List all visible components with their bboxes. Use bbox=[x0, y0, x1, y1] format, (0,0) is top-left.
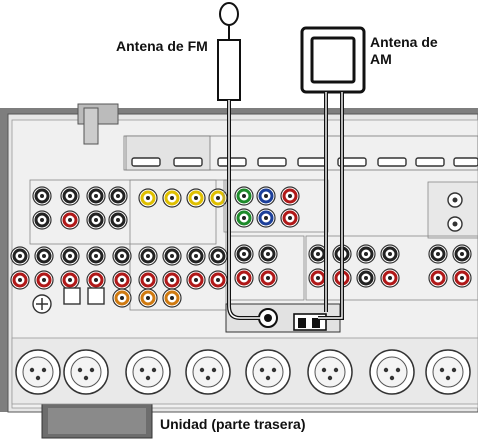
rca-jack[interactable] bbox=[109, 211, 127, 229]
rca-jack[interactable] bbox=[139, 289, 157, 307]
rca-jack[interactable] bbox=[35, 247, 53, 265]
rca-jack[interactable] bbox=[381, 245, 399, 263]
rca-jack[interactable] bbox=[11, 271, 29, 289]
rca-jack[interactable] bbox=[163, 271, 181, 289]
xlr-connector[interactable] bbox=[186, 350, 230, 394]
rca-jack[interactable] bbox=[357, 245, 375, 263]
rca-jack[interactable] bbox=[453, 245, 471, 263]
rca-jack[interactable] bbox=[139, 271, 157, 289]
rca-jack[interactable] bbox=[187, 271, 205, 289]
rca-jack[interactable] bbox=[35, 271, 53, 289]
rca-jack[interactable] bbox=[259, 269, 277, 287]
rca-jack[interactable] bbox=[61, 271, 79, 289]
rca-jack[interactable] bbox=[109, 187, 127, 205]
rca-jack[interactable] bbox=[33, 211, 51, 229]
fm-antenna-label: Antena de FM bbox=[116, 38, 208, 55]
rca-jack[interactable] bbox=[259, 245, 277, 263]
rca-jack[interactable] bbox=[235, 269, 253, 287]
xlr-connector[interactable] bbox=[126, 350, 170, 394]
rca-jack[interactable] bbox=[187, 189, 205, 207]
rca-jack[interactable] bbox=[61, 247, 79, 265]
am-antenna-label: Antena de AM bbox=[370, 34, 438, 68]
ground-screw[interactable] bbox=[33, 295, 51, 313]
am-antenna-label-line1: Antena de bbox=[370, 34, 438, 51]
rca-jack[interactable] bbox=[357, 269, 375, 287]
rca-jack[interactable] bbox=[429, 269, 447, 287]
rca-jack[interactable] bbox=[113, 247, 131, 265]
rca-jack[interactable] bbox=[87, 187, 105, 205]
rca-jack[interactable] bbox=[187, 247, 205, 265]
rca-jack[interactable] bbox=[87, 211, 105, 229]
rca-jack[interactable] bbox=[61, 187, 79, 205]
rca-jack[interactable] bbox=[163, 289, 181, 307]
rca-jack[interactable] bbox=[453, 269, 471, 287]
rca-jack[interactable] bbox=[257, 187, 275, 205]
fm-antenna-icon bbox=[218, 3, 240, 100]
rca-jack[interactable] bbox=[113, 271, 131, 289]
rca-jack[interactable] bbox=[235, 209, 253, 227]
unit-label: Unidad (parte trasera) bbox=[160, 416, 305, 433]
rca-jack[interactable] bbox=[113, 289, 131, 307]
rca-jack[interactable] bbox=[163, 247, 181, 265]
xlr-connector[interactable] bbox=[308, 350, 352, 394]
rca-jack[interactable] bbox=[87, 247, 105, 265]
rca-jack[interactable] bbox=[11, 247, 29, 265]
rca-jack[interactable] bbox=[87, 271, 105, 289]
trigger-out-section bbox=[428, 182, 478, 238]
rca-jack[interactable] bbox=[381, 269, 399, 287]
xlr-connector[interactable] bbox=[370, 350, 414, 394]
rca-jack[interactable] bbox=[281, 187, 299, 205]
rca-jack[interactable] bbox=[281, 209, 299, 227]
rca-jack[interactable] bbox=[257, 209, 275, 227]
rca-jack[interactable] bbox=[209, 247, 227, 265]
am-antenna-icon bbox=[302, 28, 364, 92]
xlr-connector[interactable] bbox=[16, 350, 60, 394]
rca-jack[interactable] bbox=[61, 211, 79, 229]
xlr-connector[interactable] bbox=[64, 350, 108, 394]
rca-jack[interactable] bbox=[235, 245, 253, 263]
rca-jack[interactable] bbox=[139, 247, 157, 265]
rca-jack[interactable] bbox=[163, 189, 181, 207]
rca-jack[interactable] bbox=[209, 271, 227, 289]
xlr-connector[interactable] bbox=[246, 350, 290, 394]
xlr-connector[interactable] bbox=[426, 350, 470, 394]
am-antenna-label-line2: AM bbox=[370, 51, 438, 68]
rca-jack[interactable] bbox=[139, 189, 157, 207]
rca-jack[interactable] bbox=[235, 187, 253, 205]
fm-antenna-jack[interactable] bbox=[259, 309, 277, 327]
rca-jack[interactable] bbox=[429, 245, 447, 263]
rca-jack[interactable] bbox=[33, 187, 51, 205]
